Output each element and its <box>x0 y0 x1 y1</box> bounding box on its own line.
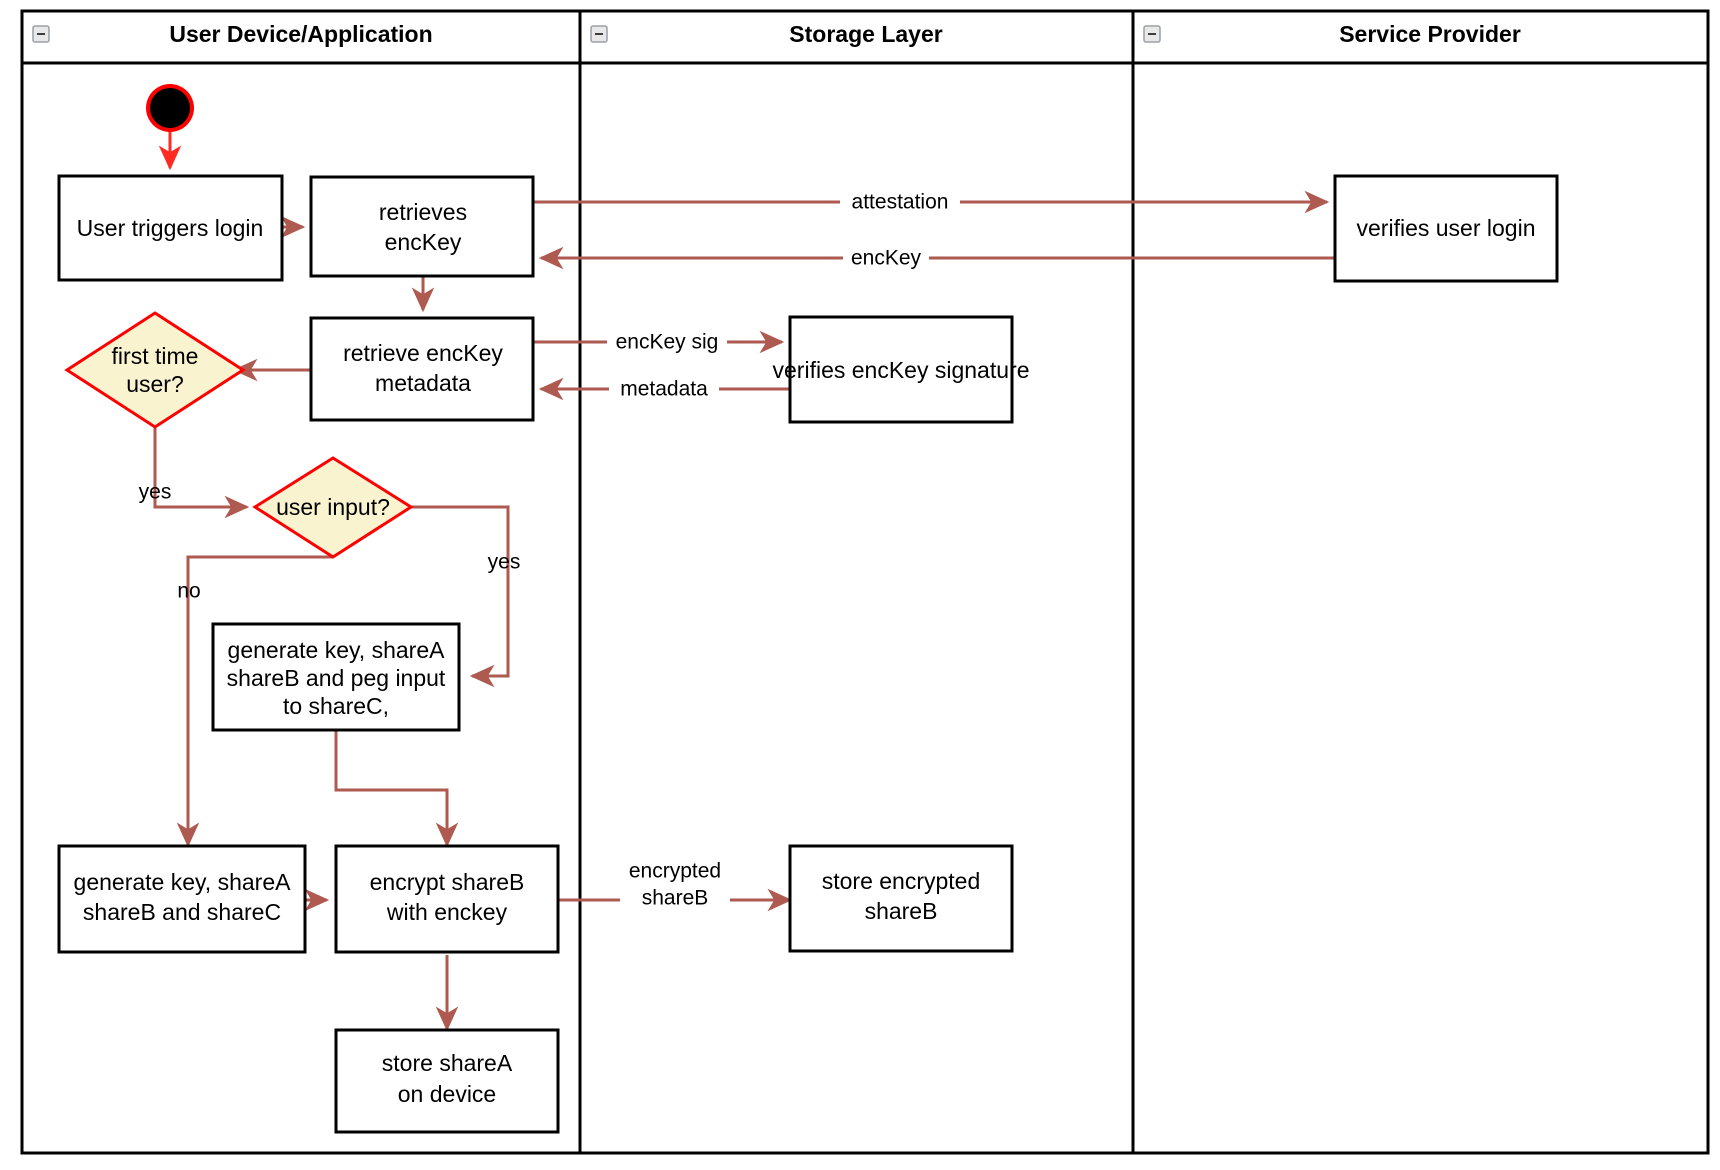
node-encrypt-shareb-label-line2: with enckey <box>386 899 508 925</box>
node-retrieves-enckey-shape[interactable] <box>309 175 535 278</box>
edge-label-yes-first-time: yes <box>139 481 172 504</box>
node-user-triggers-login-label: User triggers login <box>77 215 264 241</box>
edge-user-input-no <box>176 555 333 848</box>
edge-label-metadata-bg <box>609 376 719 402</box>
node-user-triggers-login-shape[interactable] <box>57 174 284 282</box>
edge-label-yes-user-input: yes <box>488 551 521 574</box>
edge-label-attestation-bg <box>840 189 960 215</box>
edge-label-encrypted-shareb-line1: encrypted <box>629 860 721 883</box>
node-verifies-enckey-signature[interactable]: verifies encKey signature <box>773 315 1030 424</box>
node-generate-shares-label-line1: generate key, shareA <box>74 869 292 895</box>
lane-header-user-device[interactable]: User Device/Application <box>32 21 433 47</box>
lane-title-storage: Storage Layer <box>789 21 942 47</box>
edge-label-metadata: metadata <box>620 378 708 401</box>
lane-title-user-device: User Device/Application <box>169 21 432 47</box>
node-verifies-user-login-shape[interactable] <box>1333 174 1559 283</box>
node-generate-peg-label-line3: to shareC, <box>283 693 389 719</box>
edge-label-enckey-sig-bg <box>607 329 727 355</box>
node-user-input-shape[interactable] <box>252 456 414 559</box>
node-retrieves-enckey[interactable]: retrieves encKey <box>309 175 535 278</box>
node-retrieve-enckey-metadata-label-line1: retrieve encKey <box>343 340 503 366</box>
node-generate-peg[interactable]: generate key, shareA shareB and peg inpu… <box>211 622 461 732</box>
node-retrieve-enckey-metadata-label-line2: metadata <box>375 370 471 396</box>
node-store-encrypted-shareb[interactable]: store encrypted shareB <box>788 844 1014 953</box>
edge-label-enckey-sig: encKey sig <box>616 331 719 354</box>
edge-label-encrypted-shareb-bg <box>620 858 730 910</box>
node-encrypt-shareb-label-line1: encrypt shareB <box>370 869 525 895</box>
edge-label-attestation: attestation <box>852 191 949 214</box>
start-node <box>146 84 194 132</box>
node-verifies-user-login[interactable]: verifies user login <box>1333 174 1559 283</box>
edge-label-enckey-bg <box>843 245 929 271</box>
node-store-encrypted-shareb-shape[interactable] <box>788 844 1014 953</box>
edge-generate-peg-to-encrypt <box>334 730 459 848</box>
edge-label-enckey: encKey <box>851 247 922 270</box>
node-store-encrypted-shareb-label-line1: store encrypted <box>822 868 981 894</box>
node-retrieves-enckey-label-line2: encKey <box>385 229 462 255</box>
node-verifies-enckey-signature-label: verifies encKey signature <box>773 357 1030 383</box>
node-user-triggers-login[interactable]: User triggers login <box>57 174 284 282</box>
edge-label-encrypted-shareb-line2: shareB <box>642 887 709 910</box>
node-generate-peg-label-line2: shareB and peg input <box>227 665 446 691</box>
node-generate-peg-label-line1: generate key, shareA <box>228 637 446 663</box>
node-retrieve-enckey-metadata[interactable]: retrieve encKey metadata <box>309 316 535 422</box>
lane-header-service-provider[interactable]: Service Provider <box>1143 21 1521 47</box>
node-encrypt-shareb[interactable]: encrypt shareB with enckey <box>334 844 560 954</box>
lane-title-service-provider: Service Provider <box>1339 21 1521 47</box>
node-generate-shares-label-line2: shareB and shareC <box>83 899 281 925</box>
node-store-sharea-shape[interactable] <box>334 1028 560 1134</box>
edge-first-time-user-yes <box>153 415 250 519</box>
node-generate-shares[interactable]: generate key, shareA shareB and shareC <box>57 844 307 954</box>
node-user-input-decision[interactable]: user input? <box>252 456 414 559</box>
node-retrieves-enckey-label-line1: retrieves <box>379 199 467 225</box>
node-first-time-user-label-line2: user? <box>126 371 184 397</box>
node-store-encrypted-shareb-label-line2: shareB <box>865 898 938 924</box>
lane-header-storage[interactable]: Storage Layer <box>590 21 943 47</box>
node-user-input-label: user input? <box>276 494 390 520</box>
edge-label-no-user-input: no <box>177 580 200 603</box>
start-node-fill <box>150 88 190 128</box>
node-store-sharea-label-line1: store shareA <box>382 1050 513 1076</box>
node-encrypt-shareb-shape[interactable] <box>334 844 560 954</box>
node-generate-shares-shape[interactable] <box>57 844 307 954</box>
edge-labels-layer: attestation encKey encKey sig metadata y… <box>139 189 960 910</box>
node-verifies-enckey-signature-shape[interactable] <box>788 315 1014 424</box>
node-store-sharea[interactable]: store shareA on device <box>334 1028 560 1134</box>
node-first-time-user-label-line1: first time <box>112 343 199 369</box>
edge-user-input-yes <box>411 505 510 688</box>
node-first-time-user-shape[interactable] <box>64 311 246 429</box>
node-generate-peg-shape[interactable] <box>211 622 461 732</box>
node-verifies-user-login-label: verifies user login <box>1357 215 1536 241</box>
node-store-sharea-label-line2: on device <box>398 1081 496 1107</box>
node-first-time-user-decision[interactable]: first time user? <box>64 311 246 429</box>
node-retrieve-enckey-metadata-shape[interactable] <box>309 316 535 422</box>
